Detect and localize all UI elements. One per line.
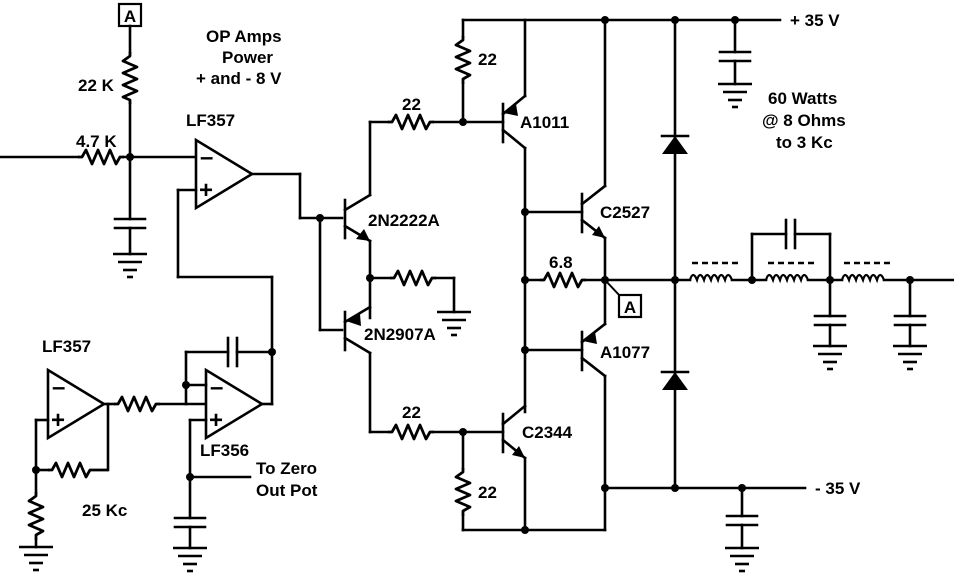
- resistor-4-7k: [78, 148, 124, 166]
- opamp-lf357-main: [194, 137, 255, 211]
- diode-bottom-icon: [662, 372, 688, 390]
- node-a-label-out: A: [624, 298, 636, 317]
- emitter-arrow-icon: [592, 226, 605, 238]
- input-stage: A 22 K 4.7 K OP Amps Power + and - 8 V L…: [0, 2, 322, 354]
- label-lf357-osc: LF357: [42, 337, 91, 356]
- emitter-arrow-icon: [504, 104, 518, 116]
- label-6-8: 6.8: [549, 253, 573, 272]
- label-c2527: C2527: [600, 203, 650, 222]
- label-22-bot-shunt: 22: [478, 483, 497, 502]
- predriver-stage: 22 A1011 C2344 22: [454, 18, 607, 534]
- resistor-osc-ground: [27, 492, 45, 540]
- node-a-label-top: A: [124, 7, 136, 26]
- resistor-22k: [121, 52, 139, 104]
- label-22-bot-series: 22: [402, 403, 421, 422]
- label-lf357-main: LF357: [186, 111, 235, 130]
- ground-icon: [437, 310, 471, 337]
- power-rating-note: 60 Watts @ 8 Ohms to 3 Kc: [762, 89, 850, 152]
- label-osc-freq: 25 Kc: [82, 501, 127, 520]
- output-filter: 60 Watts @ 8 Ohms to 3 Kc: [688, 89, 954, 371]
- ground-icon: [718, 82, 752, 109]
- ground-icon: [893, 344, 927, 371]
- opamp-power-note: OP Amps Power + and - 8 V: [196, 27, 286, 88]
- label-4-7k: 4.7 K: [76, 132, 117, 151]
- ground-icon: [813, 344, 847, 371]
- resistor-bias: [390, 269, 436, 287]
- emitter-arrow-icon: [583, 332, 597, 344]
- label-lf356: LF356: [200, 441, 249, 460]
- diode-top-icon: [662, 136, 688, 154]
- opamp-lf356: [204, 367, 265, 441]
- label-22-top-series: 22: [402, 95, 421, 114]
- emitter-arrow-icon: [356, 229, 370, 241]
- inductor-2-icon: [764, 273, 810, 284]
- resistor-osc-feedback: [48, 461, 108, 479]
- minus-sign: –: [200, 144, 213, 171]
- emitter-arrow-icon: [346, 314, 361, 326]
- label-2n2222a: 2N2222A: [368, 211, 440, 230]
- oscillator-stage: LF357 – + 25 Kc – + LF356: [19, 336, 322, 573]
- zero-pot-note: To Zero Out Pot: [256, 459, 322, 500]
- ground-icon: [19, 545, 53, 572]
- emitter-arrow-icon: [512, 446, 525, 458]
- resistor-osc-series: [114, 395, 160, 413]
- plus-sign: +: [51, 407, 65, 434]
- ground-icon: [725, 546, 759, 573]
- resistor-22-top-shunt: [454, 36, 472, 84]
- minus-sign: –: [52, 374, 65, 401]
- label-22-top-shunt: 22: [478, 50, 497, 69]
- plus-sign: +: [209, 407, 223, 434]
- label-supply-neg: - 35 V: [815, 479, 861, 498]
- label-c2344: C2344: [522, 423, 573, 442]
- resistor-22-bot-shunt: [454, 468, 472, 516]
- opamp-lf357-osc: [46, 367, 107, 441]
- ground-icon: [113, 252, 147, 279]
- label-2n2907a: 2N2907A: [364, 325, 436, 344]
- resistor-22-top-series: [388, 113, 434, 131]
- output-stage: + 35 V - 35 V C2527: [461, 11, 861, 573]
- junction-dot: [182, 381, 190, 389]
- inductor-3-icon: [840, 273, 886, 284]
- junction-dot: [521, 526, 529, 534]
- resistor-22-bot-series: [388, 423, 434, 441]
- inductor-1-icon: [688, 273, 734, 284]
- driver-stage: 2N2222A 22 2N2907A 22: [316, 95, 505, 441]
- junction-dot: [459, 118, 467, 126]
- minus-sign: –: [210, 374, 223, 401]
- label-supply-pos: + 35 V: [790, 11, 840, 30]
- ground-icon: [173, 546, 207, 573]
- label-a1011: A1011: [520, 113, 569, 132]
- label-a1077: A1077: [600, 343, 650, 362]
- label-22k: 22 K: [78, 76, 115, 95]
- node-a-box-out: [617, 293, 643, 319]
- plus-sign: +: [199, 177, 213, 204]
- resistor-6-8: [540, 271, 586, 289]
